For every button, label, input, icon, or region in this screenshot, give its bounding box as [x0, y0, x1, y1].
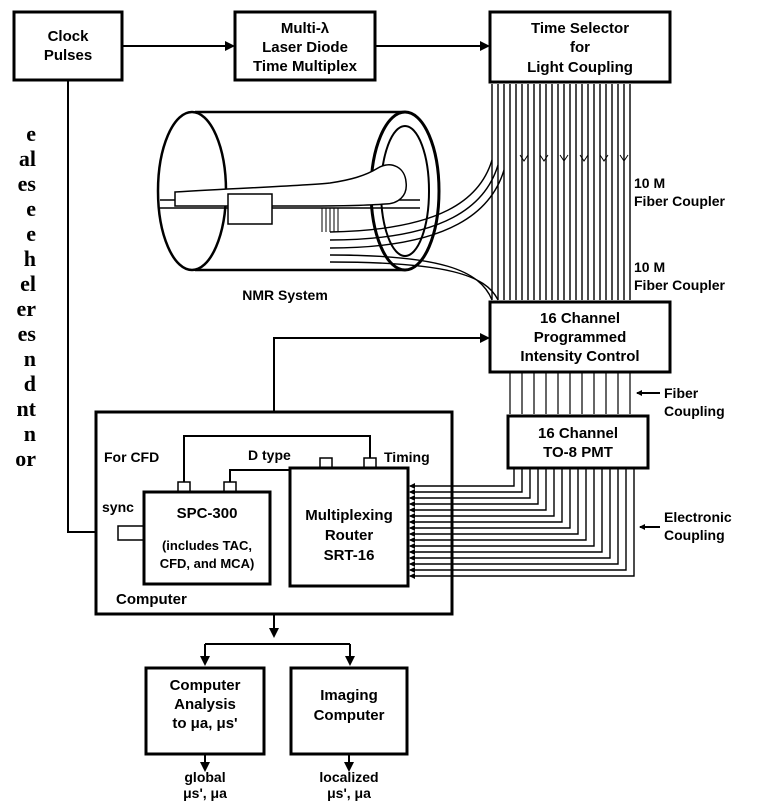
side-text-line: e: [26, 196, 36, 221]
d-type-label: D type: [248, 447, 291, 463]
svg-text:Computer: Computer: [116, 591, 187, 608]
svg-text:Pulses: Pulses: [44, 47, 92, 64]
side-text-line: n: [24, 421, 36, 446]
router-box: Multiplexing Router SRT-16: [288, 466, 410, 588]
nmr-magnet-icon: [156, 110, 441, 272]
laser-diode-box: Multi-λ Laser Diode Time Multiplex: [233, 10, 377, 82]
svg-text:TO-8 PMT: TO-8 PMT: [543, 444, 613, 461]
svg-text:Laser Diode: Laser Diode: [262, 39, 348, 56]
svg-text:Intensity Control: Intensity Control: [520, 348, 639, 365]
analysis-box: Computer Analysis to μa, μs': [144, 666, 266, 756]
electronic-lines: [409, 468, 635, 579]
side-text-line: d: [24, 371, 36, 396]
svg-text:Computer: Computer: [314, 707, 385, 724]
pmt-box: 16 Channel TO-8 PMT: [506, 414, 650, 470]
svg-text:Time Selector: Time Selector: [531, 20, 629, 37]
svg-text:CFD, and MCA): CFD, and MCA): [160, 556, 255, 571]
svg-text:Clock: Clock: [48, 28, 90, 45]
svg-text:Analysis: Analysis: [174, 696, 236, 713]
cfd-timing-wire: [183, 435, 371, 484]
fiber-bundle: [329, 84, 631, 301]
side-text-line: es: [18, 321, 37, 346]
spc-300-box: SPC-300 (includes TAC, CFD, and MCA): [142, 490, 272, 586]
side-text-line: er: [16, 296, 36, 321]
side-text-line: el: [20, 271, 36, 296]
svg-text:Imaging: Imaging: [320, 687, 378, 704]
fiber-coupler-label: Fiber Coupler: [634, 277, 726, 293]
svg-text:Computer: Computer: [170, 677, 241, 694]
timing-label: Timing: [384, 449, 430, 465]
side-text-line: or: [15, 446, 36, 471]
svg-text:Time Multiplex: Time Multiplex: [253, 58, 358, 75]
output-global-label: μs', μa: [183, 785, 227, 801]
svg-text:(includes TAC,: (includes TAC,: [162, 538, 252, 553]
side-text-line: e: [26, 121, 36, 146]
fiber-coupler-label: 10 M: [634, 175, 665, 191]
time-selector-box: Time Selector for Light Coupling: [488, 10, 672, 84]
side-text-line: n: [24, 346, 36, 371]
pmt-fibers: [509, 372, 631, 414]
cropped-side-text: e al es e e h el er es n d nt n or: [15, 121, 36, 471]
fiber-coupler-label: Fiber Coupler: [634, 193, 726, 209]
side-text-line: e: [26, 221, 36, 246]
svg-text:Multiplexing: Multiplexing: [305, 507, 393, 524]
svg-text:SRT-16: SRT-16: [324, 547, 375, 564]
electronic-coupling-label: Coupling: [664, 527, 725, 543]
svg-text:for: for: [570, 39, 590, 56]
sync-label: sync: [102, 499, 134, 515]
output-local-label: localized: [319, 769, 378, 785]
fiber-coupling-label: Fiber: [664, 385, 699, 401]
imaging-computer-box: Imaging Computer: [289, 666, 409, 756]
for-cfd-label: For CFD: [104, 449, 159, 465]
svg-text:16 Channel: 16 Channel: [540, 310, 620, 327]
nmr-system-label: NMR System: [242, 287, 328, 303]
clock-pulses-box: Clock Pulses: [12, 10, 124, 82]
side-text-line: h: [24, 246, 36, 271]
electronic-coupling-label: Electronic: [664, 509, 732, 525]
svg-text:to μa, μs': to μa, μs': [172, 715, 237, 732]
side-text-line: nt: [16, 396, 36, 421]
side-text-line: es: [18, 171, 37, 196]
fiber-coupler-label: 10 M: [634, 259, 665, 275]
side-text-line: al: [19, 146, 36, 171]
svg-text:Light Coupling: Light Coupling: [527, 59, 633, 76]
sync-connector: [117, 525, 145, 541]
computer-to-intensity-line: [273, 333, 490, 412]
output-local-label: μs', μa: [327, 785, 371, 801]
svg-text:SPC-300: SPC-300: [177, 505, 238, 522]
svg-text:Multi-λ: Multi-λ: [281, 20, 330, 37]
intensity-control-box: 16 Channel Programmed Intensity Control: [488, 300, 672, 374]
fiber-coupling-label: Coupling: [664, 403, 725, 419]
svg-text:Router: Router: [325, 527, 373, 544]
svg-text:16 Channel: 16 Channel: [538, 425, 618, 442]
svg-text:Programmed: Programmed: [534, 329, 627, 346]
output-global-label: global: [184, 769, 225, 785]
